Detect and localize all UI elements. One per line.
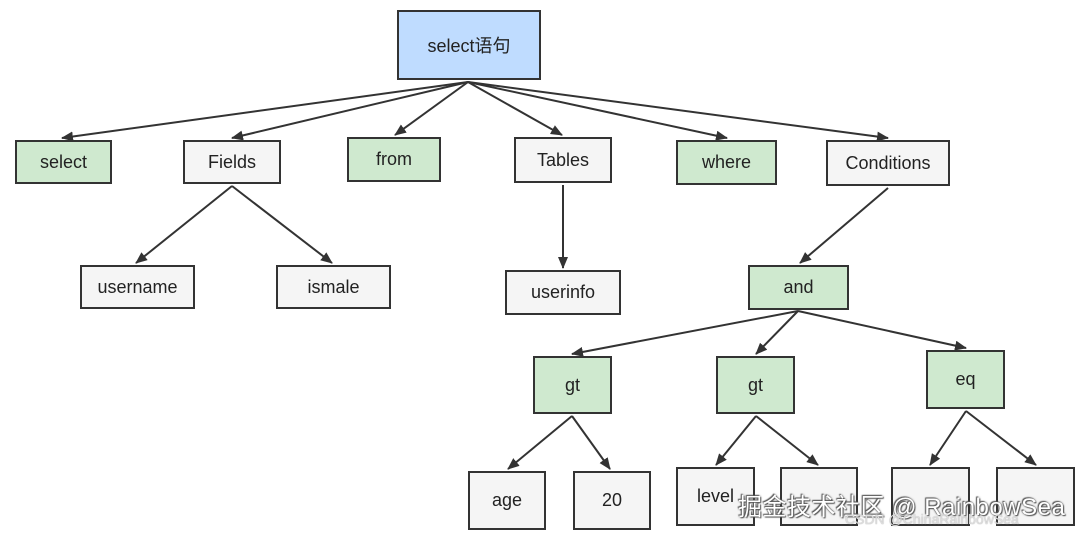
- node-level: level: [676, 467, 755, 526]
- node-userinfo: userinfo: [505, 270, 621, 315]
- edge-root-to-where: [467, 81, 728, 141]
- node-gt-level: gt: [716, 356, 795, 414]
- node-20: 20: [573, 471, 651, 530]
- edge-and-to-eq: [797, 310, 967, 351]
- node-eq-left: [891, 467, 970, 526]
- edge-eq-to-eq_left: [929, 410, 967, 466]
- node-level-value: [780, 467, 858, 526]
- edge-eq-to-eq_right: [965, 410, 1037, 466]
- edge-root-to-from: [394, 81, 469, 136]
- watermark-sub: CSDN @ChinaRainbowSea: [845, 511, 1019, 527]
- edge-root-to-select: [61, 81, 469, 142]
- node-fields: Fields: [183, 140, 281, 184]
- edge-root-to-tables: [467, 81, 563, 136]
- node-select: select: [15, 140, 112, 184]
- edge-gt2-to-level: [715, 415, 757, 466]
- edge-root-to-fields: [231, 81, 469, 141]
- edge-fields-to-username: [135, 185, 233, 264]
- node-tables: Tables: [514, 137, 612, 183]
- edge-gt2-to-level_val: [755, 415, 819, 466]
- node-select-statement: select语句: [397, 10, 541, 80]
- edge-and-to-gt1: [571, 310, 799, 357]
- node-eq: eq: [926, 350, 1005, 409]
- edge-fields-to-ismale: [231, 185, 333, 264]
- node-gt-age: gt: [533, 356, 612, 414]
- node-conditions: Conditions: [826, 140, 950, 186]
- node-age: age: [468, 471, 546, 530]
- edge-root-to-conditions: [467, 81, 889, 142]
- edge-and-to-gt2: [755, 310, 799, 355]
- node-ismale: ismale: [276, 265, 391, 309]
- node-eq-right: [996, 467, 1075, 526]
- edge-gt1-to-n20: [571, 415, 611, 470]
- watermark-main: 掘金技术社区 @ RainbowSea: [738, 494, 1066, 521]
- edge-gt1-to-age: [507, 415, 573, 470]
- node-username: username: [80, 265, 195, 309]
- node-where: where: [676, 140, 777, 185]
- node-from: from: [347, 137, 441, 182]
- edge-conditions-to-and: [799, 187, 889, 264]
- node-and: and: [748, 265, 849, 310]
